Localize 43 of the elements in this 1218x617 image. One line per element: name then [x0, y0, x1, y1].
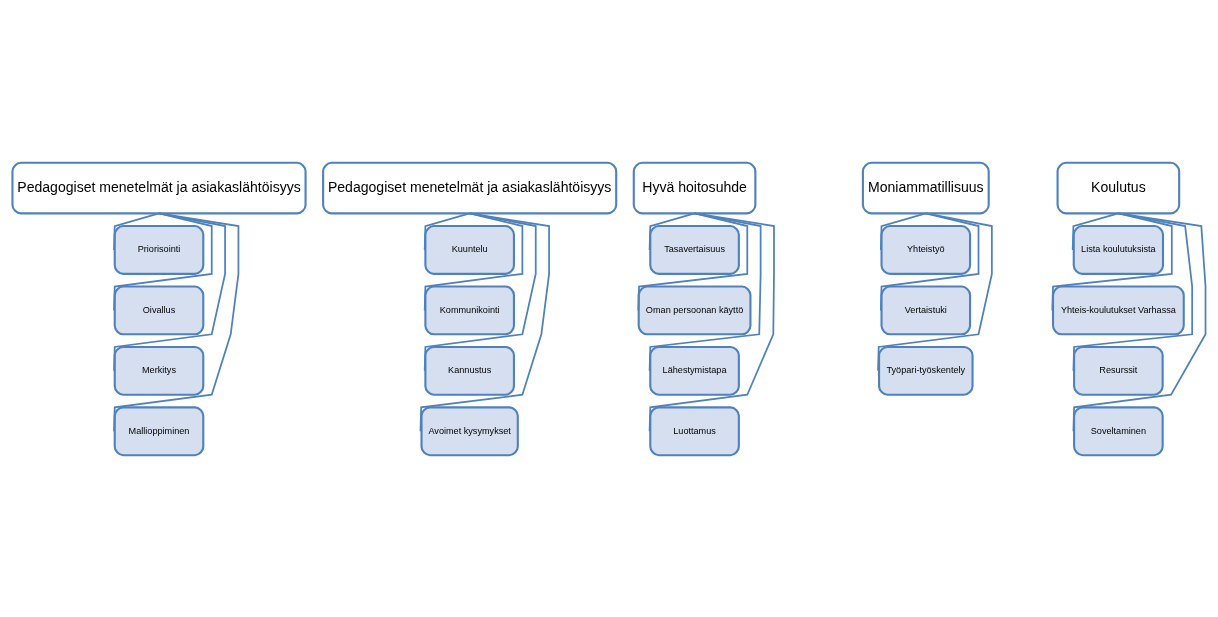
node-box: Priorisointi	[113, 224, 205, 275]
node-box: Hyvä hoitosuhde	[632, 161, 757, 214]
node-box: Moniammatillisuus	[861, 161, 990, 214]
node-box: Kuuntelu	[424, 224, 515, 275]
connector	[879, 212, 927, 251]
connector	[648, 212, 696, 251]
connector	[637, 212, 749, 311]
connector	[877, 212, 993, 372]
node-box: Yhteistyö	[880, 224, 972, 275]
node-box: Oman persoonan käyttö	[637, 284, 752, 335]
node-box: Pedagogiset menetelmät ja asiakaslähtöisyys	[11, 161, 307, 214]
connector	[1072, 212, 1207, 432]
node-box: Pedagogiset menetelmät ja asiakaslähtöisyys	[322, 161, 618, 214]
connector	[1072, 212, 1194, 372]
node-box: Mallioppiminen	[113, 405, 205, 456]
connector	[423, 212, 537, 372]
node-box: Yhteis-koulutukset Varhassa	[1051, 284, 1185, 335]
connector	[879, 212, 980, 311]
connector	[113, 212, 240, 432]
node-box: Kannustus	[424, 345, 515, 396]
node-box: Kommunikointi	[424, 284, 515, 335]
node-box: Vertaistuki	[880, 284, 972, 335]
node-box: Avoimet kysymykset	[420, 405, 519, 456]
connector	[113, 212, 226, 372]
node-box: Oivallus	[113, 284, 205, 335]
connector	[648, 212, 762, 372]
connector	[1051, 212, 1173, 311]
node-box: Koulutus	[1056, 161, 1181, 214]
node-box: Lähestymistapa	[649, 345, 740, 396]
node-box: Merkitys	[113, 345, 205, 396]
connector	[423, 212, 524, 311]
node-box: Työpari-työskentely	[878, 345, 974, 396]
connector	[113, 212, 160, 251]
connector	[113, 212, 213, 311]
connector	[419, 212, 550, 432]
connector	[1071, 212, 1120, 251]
node-box: Luottamus	[649, 405, 740, 456]
node-box: Resurssit	[1073, 345, 1164, 396]
connector	[423, 212, 471, 251]
node-box: Soveltaminen	[1073, 405, 1164, 456]
node-box: Tasavertaisuus	[649, 224, 740, 275]
node-box: Lista koulutuksista	[1072, 224, 1165, 275]
connector	[648, 212, 775, 432]
